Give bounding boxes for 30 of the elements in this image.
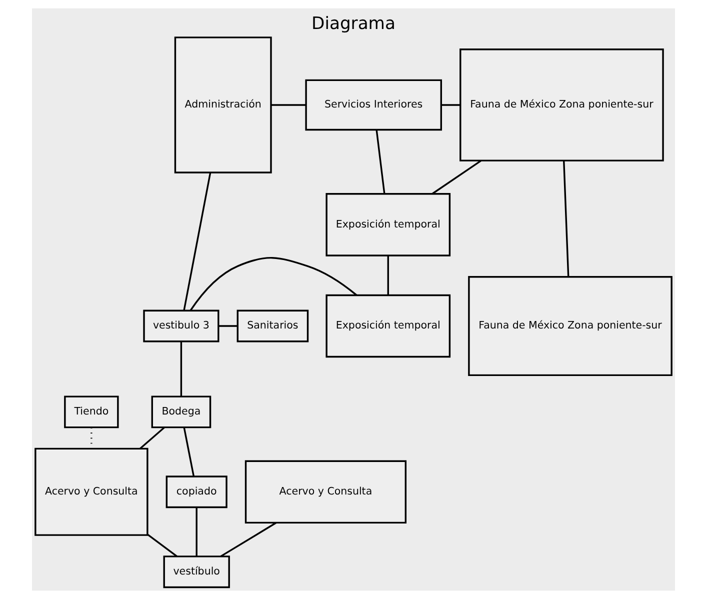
diagram-title: Diagrama xyxy=(311,14,395,34)
node-box: Fauna de México Zona poniente-sur xyxy=(468,276,672,376)
node-box: Sanitarios xyxy=(236,310,308,342)
node-box: Servicios Interiores xyxy=(304,79,442,131)
connector xyxy=(182,427,194,477)
connector xyxy=(375,130,385,194)
node-box: Tiendo xyxy=(64,396,118,428)
connector xyxy=(270,104,306,106)
connector xyxy=(562,160,569,277)
connector xyxy=(386,256,388,296)
connector xyxy=(146,534,178,558)
node-box: Fauna de México Zona poniente-sur xyxy=(459,48,664,162)
node-box: Acervo y Consulta xyxy=(34,448,148,536)
connector xyxy=(218,325,237,327)
node-box: copiado xyxy=(165,476,227,508)
connector xyxy=(440,104,460,106)
connector xyxy=(139,426,164,450)
node-box: vestibulo 3 xyxy=(142,310,219,342)
node-box: Acervo y Consulta xyxy=(244,460,406,524)
connector xyxy=(180,342,182,396)
connector xyxy=(189,257,357,312)
node-box: Exposición temporal xyxy=(325,294,450,358)
node-box: vestíbulo xyxy=(162,556,230,588)
connector xyxy=(195,507,197,556)
node-box: Exposición temporal xyxy=(325,193,450,256)
connector xyxy=(220,522,276,558)
connector xyxy=(431,160,481,195)
node-box: Bodega xyxy=(150,396,211,428)
node-box: Administración xyxy=(174,36,272,174)
connector xyxy=(182,172,211,311)
